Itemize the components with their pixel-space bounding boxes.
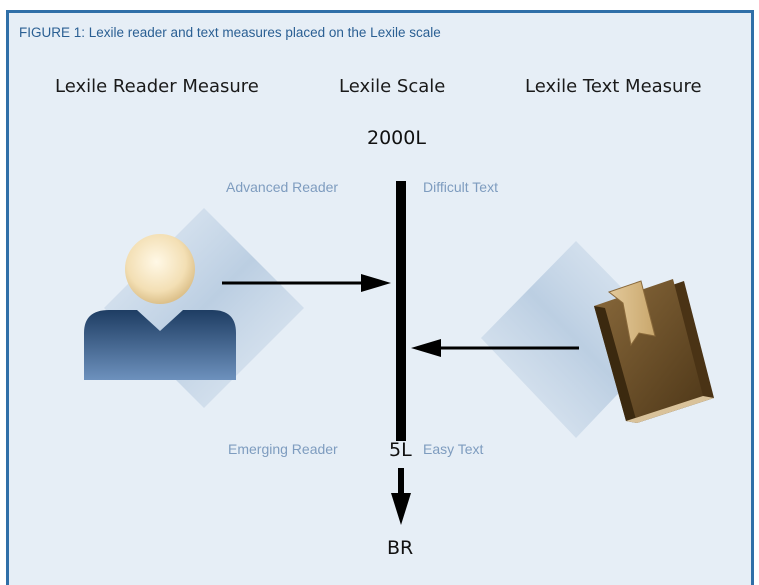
scale-br-label: BR xyxy=(387,537,414,559)
book-bookmark xyxy=(607,280,656,347)
easy-text-label: Easy Text xyxy=(423,441,484,457)
scale-top-label: 2000L xyxy=(367,127,426,149)
book-icon xyxy=(594,279,714,423)
scale-header: Lexile Scale xyxy=(339,76,446,97)
scale-arrow-shaft xyxy=(398,468,404,498)
scale-5l-label: 5L xyxy=(389,439,412,461)
figure-frame: FIGURE 1: Lexile reader and text measure… xyxy=(6,10,754,585)
person-icon xyxy=(84,234,236,380)
scale-arrow-head xyxy=(391,493,411,525)
book-spine xyxy=(594,306,637,423)
text-arrow-head xyxy=(411,339,441,357)
advanced-reader-label: Advanced Reader xyxy=(226,179,339,195)
reader-arrow-head xyxy=(361,274,391,292)
reader-measure-header: Lexile Reader Measure xyxy=(55,76,259,97)
difficult-text-label: Difficult Text xyxy=(423,179,498,195)
person-body xyxy=(84,310,236,380)
figure-caption: FIGURE 1: Lexile reader and text measure… xyxy=(19,25,441,40)
diagram-art xyxy=(84,181,714,525)
text-measure-header: Lexile Text Measure xyxy=(525,76,702,97)
emerging-reader-label: Emerging Reader xyxy=(228,441,338,457)
scale-bar xyxy=(396,181,406,441)
book-pages xyxy=(626,396,714,423)
person-head xyxy=(125,234,195,304)
